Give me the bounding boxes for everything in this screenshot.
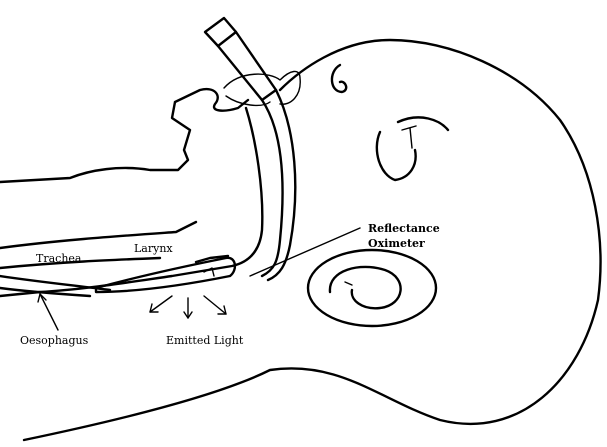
label-larynx: Larynx	[134, 242, 173, 255]
emitted-light-arrows	[150, 296, 226, 318]
label-oesophagus: Oesophagus	[20, 334, 89, 347]
face-profile	[0, 89, 248, 182]
label-oximeter: Oximeter	[368, 237, 425, 250]
tube-connector	[205, 18, 276, 100]
nostril-curl	[332, 65, 346, 92]
shoulder-oval-inner	[330, 267, 401, 308]
oval-marker	[345, 282, 352, 285]
oximeter-pointer	[250, 228, 360, 276]
shoulder-oval-outer	[308, 250, 436, 326]
pharynx-wall	[0, 108, 262, 296]
jaw-detail	[204, 268, 214, 276]
label-reflectance: Reflectance	[368, 222, 440, 235]
oesophagus-pointer	[40, 294, 58, 330]
head-outline	[24, 40, 600, 440]
label-trachea: Trachea	[36, 252, 82, 265]
tube-outer	[262, 100, 283, 276]
label-emitted-light: Emitted Light	[166, 334, 244, 347]
ear-inner	[402, 126, 416, 148]
